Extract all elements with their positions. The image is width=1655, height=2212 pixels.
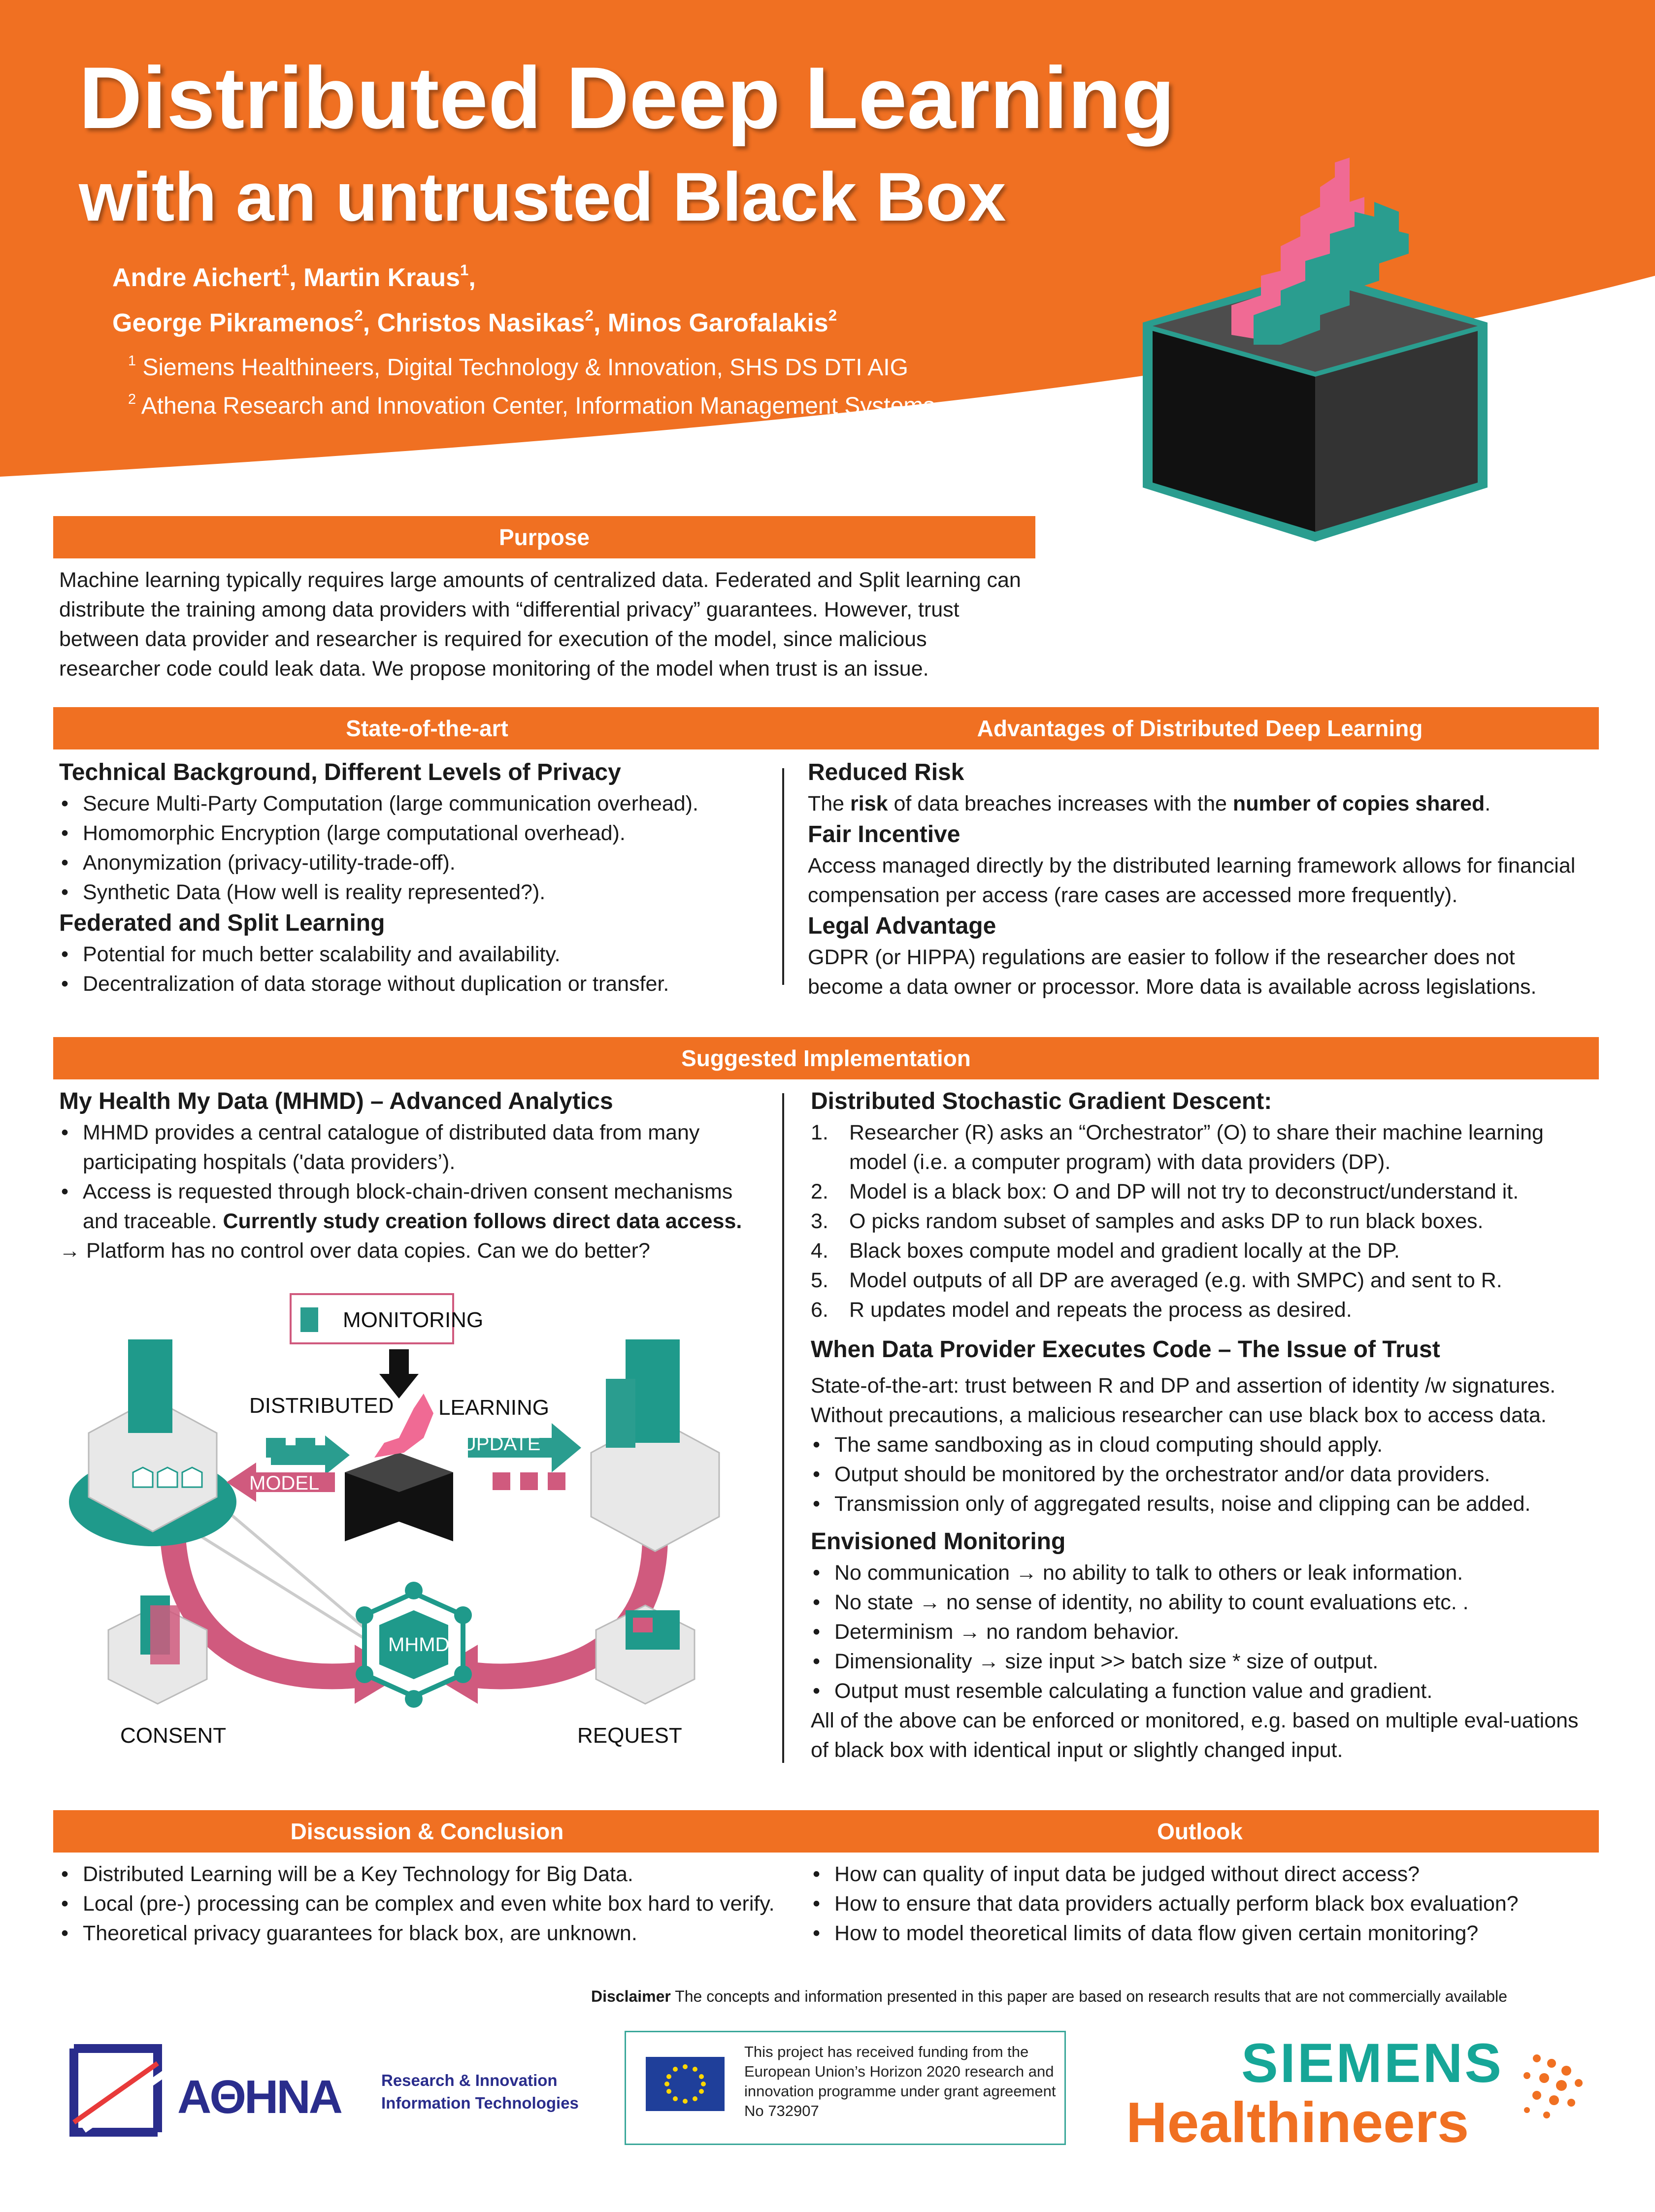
distributed-label: DISTRIBUTED <box>249 1394 394 1418</box>
list-item: Model outputs of all DP are averaged (e.… <box>811 1266 1599 1295</box>
advantage-reduced-risk-heading: Reduced Risk <box>808 759 964 785</box>
list-item: How to model theoretical limits of data … <box>811 1919 1599 1948</box>
consent-label: CONSENT <box>120 1724 227 1748</box>
list-item: Black boxes compute model and gradient l… <box>811 1236 1599 1266</box>
purpose-text: Machine learning typically requires larg… <box>59 568 1021 681</box>
discussion-heading: Discussion & Conclusion <box>290 1819 564 1844</box>
list-item: Potential for much better scalability an… <box>59 940 788 969</box>
outlook-section: How can quality of input data be judged … <box>811 1859 1599 1948</box>
figure-graphics <box>69 1293 720 1708</box>
dsgd-subheading: Distributed Stochastic Gradient Descent: <box>811 1088 1272 1114</box>
column-divider <box>782 768 784 985</box>
advantage-reduced-risk-text: The risk of data breaches increases with… <box>808 792 1491 815</box>
list-item: Synthetic Data (How well is reality repr… <box>59 878 788 907</box>
list-item: How to ensure that data providers actual… <box>811 1889 1599 1919</box>
advantages-heading: Advantages of Distributed Deep Learning <box>977 716 1423 741</box>
authors-line-2: George Pikramenos2, Christos Nasikas2, M… <box>112 307 837 337</box>
healthineers-dots-icon <box>1523 2054 1583 2118</box>
list-item: Access is requested through block-chain-… <box>59 1177 768 1236</box>
healthineers-logo-text: Healthineers <box>1126 2090 1469 2154</box>
mhmd-section: My Health My Data (MHMD) – Advanced Anal… <box>59 1085 768 1266</box>
list-item: Homomorphic Encryption (large computatio… <box>59 818 788 848</box>
list-item: Local (pre-) processing can be complex a… <box>59 1889 793 1919</box>
athena-logo-mark <box>69 2044 167 2142</box>
mhmd-arrow-line: → Platform has no control over data copi… <box>59 1239 650 1263</box>
discussion-section: Distributed Learning will be a Key Techn… <box>59 1859 793 1948</box>
list-item: The same sandboxing as in cloud computin… <box>811 1430 1599 1460</box>
trust-subheading: When Data Provider Executes Code – The I… <box>811 1336 1440 1363</box>
list-item: R updates model and repeats the process … <box>811 1295 1599 1325</box>
list-item: Secure Multi-Party Computation (large co… <box>59 789 788 818</box>
list-item: Decentralization of data storage without… <box>59 969 788 999</box>
outlook-heading: Outlook <box>1157 1819 1243 1844</box>
mhmd-label: MHMD <box>388 1634 450 1656</box>
list-item: Anonymization (privacy-utility-trade-off… <box>59 848 788 878</box>
advantage-legal-heading: Legal Advantage <box>808 913 996 939</box>
eu-funding-text: This project has received funding from t… <box>744 2043 1056 2119</box>
monitoring-closing-text: All of the above can be enforced or moni… <box>811 1709 1579 1762</box>
monitoring-subheading: Envisioned Monitoring <box>811 1529 1066 1555</box>
trust-text: State-of-the-art: trust between R and DP… <box>811 1374 1556 1427</box>
advantage-legal-text: GDPR (or HIPPA) regulations are easier t… <box>808 945 1537 999</box>
state-of-art-heading-bar: State-of-the-art <box>53 707 801 749</box>
dsgd-section: Distributed Stochastic Gradient Descent:… <box>811 1085 1599 1765</box>
learning-label: LEARNING <box>438 1396 549 1420</box>
list-item: O picks random subset of samples and ask… <box>811 1206 1599 1236</box>
poster-subtitle: with an untrusted Black Box <box>79 158 1006 235</box>
affiliations: 1 Siemens Healthineers, Digital Technolo… <box>128 349 935 425</box>
mhmd-subheading: My Health My Data (MHMD) – Advanced Anal… <box>59 1088 613 1114</box>
eu-flag-icon <box>646 2057 725 2111</box>
purpose-heading: Purpose <box>498 524 590 550</box>
list-item: Theoretical privacy guarantees for black… <box>59 1919 793 1948</box>
eu-funding-box: This project has received funding from t… <box>625 2031 1066 2145</box>
affiliation-1: 1 Siemens Healthineers, Digital Technolo… <box>128 353 908 381</box>
outlook-heading-bar: Outlook <box>801 1810 1599 1853</box>
list-item: Researcher (R) asks an “Orchestrator” (O… <box>811 1118 1599 1177</box>
list-item: No communication → no ability to talk to… <box>811 1558 1599 1588</box>
list-item: No state → no sense of identity, no abil… <box>811 1588 1599 1617</box>
list-item: Distributed Learning will be a Key Techn… <box>59 1859 793 1889</box>
athena-logo-text: AΘHNA <box>177 2071 343 2123</box>
affiliation-2: 2 Athena Research and Innovation Center,… <box>128 391 935 419</box>
update-label: UPDATE <box>462 1433 541 1455</box>
list-item: How can quality of input data be judged … <box>811 1859 1599 1889</box>
list-item: Transmission only of aggregated results,… <box>811 1489 1599 1519</box>
model-label: MODEL <box>249 1472 320 1494</box>
mhmd-architecture-figure: MONITORING DISTRIBUTED LEARNING UPDATE M… <box>59 1290 768 1753</box>
advantage-fair-incentive-heading: Fair Incentive <box>808 821 960 847</box>
implementation-heading-bar: Suggested Implementation <box>53 1037 1599 1079</box>
list-item: Output should be monitored by the orches… <box>811 1460 1599 1489</box>
authors-line-1: Andre Aichert1, Martin Kraus1, <box>112 261 476 292</box>
list-item: Dimensionality → size input >> batch siz… <box>811 1647 1599 1676</box>
siemens-logo-text: SIEMENS <box>1241 2032 1504 2094</box>
list-item: Determinism → no random behavior. <box>811 1617 1599 1647</box>
advantages-section: Reduced Risk The risk of data breaches i… <box>808 756 1596 1002</box>
athena-tagline: Research & Innovation Information Techno… <box>381 2071 579 2112</box>
state-of-art-heading: State-of-the-art <box>346 716 508 741</box>
discussion-heading-bar: Discussion & Conclusion <box>53 1810 801 1853</box>
column-divider <box>782 1093 784 1763</box>
implementation-heading: Suggested Implementation <box>681 1045 971 1071</box>
monitoring-label: MONITORING <box>343 1308 484 1332</box>
advantages-heading-bar: Advantages of Distributed Deep Learning <box>801 707 1599 749</box>
state-of-art-section: Technical Background, Different Levels o… <box>59 756 788 999</box>
poster-title: Distributed Deep Learning <box>79 49 1175 147</box>
state-of-art-subheading-1: Technical Background, Different Levels o… <box>59 759 621 785</box>
state-of-art-subheading-2: Federated and Split Learning <box>59 910 385 936</box>
purpose-heading-bar: Purpose <box>53 516 1035 558</box>
list-item: MHMD provides a central catalogue of dis… <box>59 1118 768 1177</box>
list-item: Model is a black box: O and DP will not … <box>811 1177 1599 1206</box>
list-item: Output must resemble calculating a funct… <box>811 1676 1599 1706</box>
disclaimer: Disclaimer The concepts and information … <box>591 1987 1507 2005</box>
advantage-fair-incentive-text: Access managed directly by the distribut… <box>808 854 1576 907</box>
black-box-cube-illustration <box>1143 158 1488 542</box>
request-label: REQUEST <box>577 1724 682 1748</box>
author-list: Andre Aichert1, Martin Kraus1, George Pi… <box>112 255 837 346</box>
